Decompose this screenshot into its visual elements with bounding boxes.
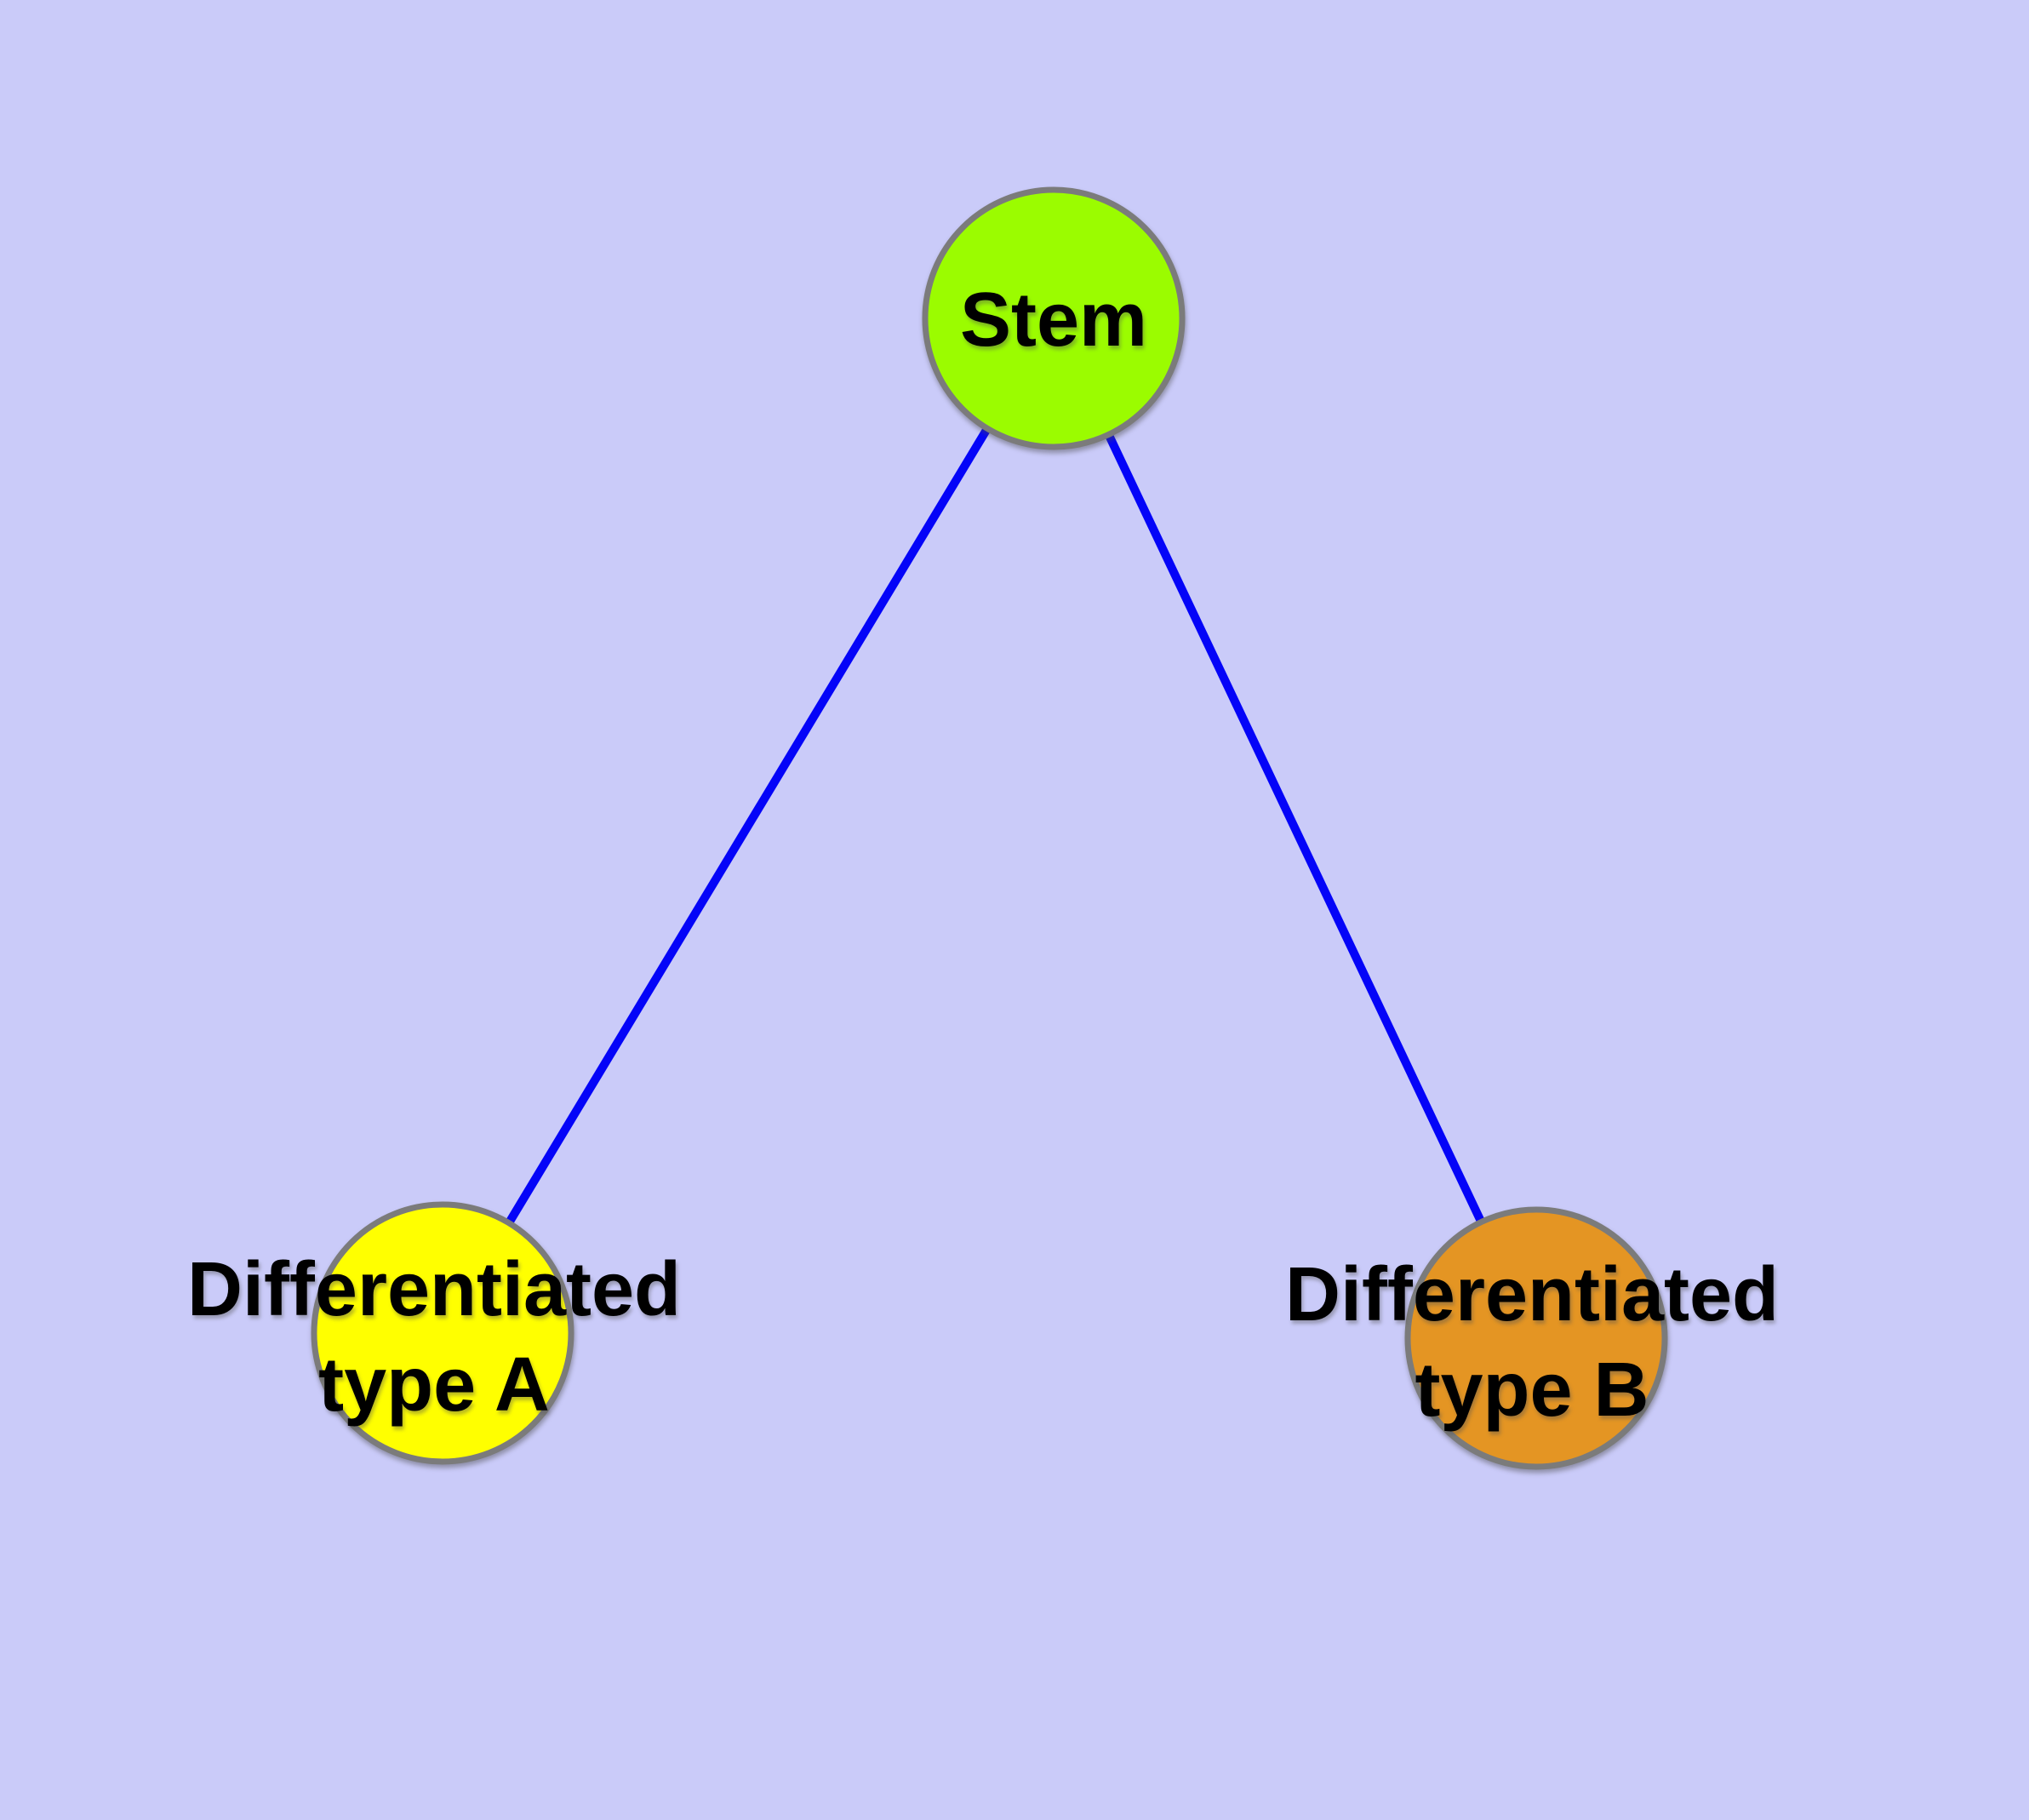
- edge-stem-to-type-b: [1049, 316, 1540, 1341]
- node-differentiated-type-b: Differentiated type B: [1285, 1206, 1779, 1470]
- edge-stem-to-type-a: [438, 316, 1058, 1336]
- node-stem: Stem: [922, 186, 1186, 450]
- node-differentiated-type-a: Differentiated type A: [187, 1201, 681, 1465]
- edge-group: [438, 316, 1540, 1341]
- stem-node-label: Stem: [960, 278, 1147, 363]
- type-a-node-label-line2: type A: [318, 1342, 550, 1428]
- type-a-node-circle: [311, 1201, 574, 1465]
- type-b-node-circle: [1404, 1206, 1668, 1470]
- stem-node-circle: [922, 186, 1186, 450]
- type-a-node-label-line1: Differentiated: [187, 1247, 681, 1332]
- type-b-node-label-line1: Differentiated: [1285, 1252, 1779, 1337]
- type-b-node-label-line2: type B: [1415, 1348, 1649, 1433]
